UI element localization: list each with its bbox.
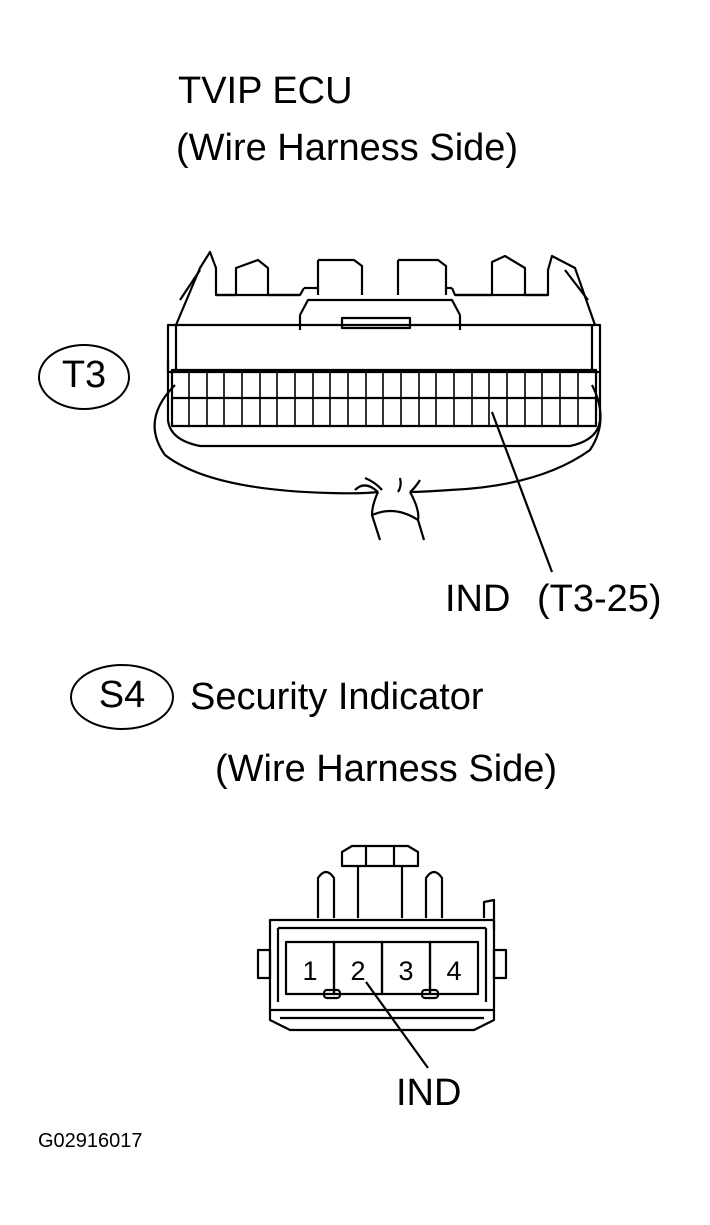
indicator-subtitle: (Wire Harness Side) [215, 748, 558, 790]
indicator-pin-2: 2 [350, 956, 365, 986]
indicator-pin-3: 3 [398, 956, 413, 986]
ecu-terminal-cells [188, 370, 579, 426]
indicator-terminal-label: IND [396, 1072, 462, 1114]
figure-code: G02916017 [38, 1130, 143, 1152]
ecu-terminal-label: IND [445, 578, 511, 620]
indicator-connector-badge [70, 664, 174, 730]
ecu-terminal-ref: (T3-25) [537, 578, 662, 620]
indicator-connector-code: S4 [98, 674, 146, 716]
indicator-ind-leader-line [365, 981, 429, 1069]
ecu-connector-code: T3 [61, 354, 107, 396]
ecu-title: TVIP ECU [178, 70, 353, 112]
indicator-title: Security Indicator [190, 676, 484, 718]
ecu-subtitle: (Wire Harness Side) [176, 127, 519, 169]
indicator-pin-1: 1 [302, 956, 317, 986]
indicator-pin-4: 4 [446, 956, 461, 986]
ecu-ind-leader-line [490, 411, 554, 573]
ecu-connector-badge [38, 344, 130, 410]
